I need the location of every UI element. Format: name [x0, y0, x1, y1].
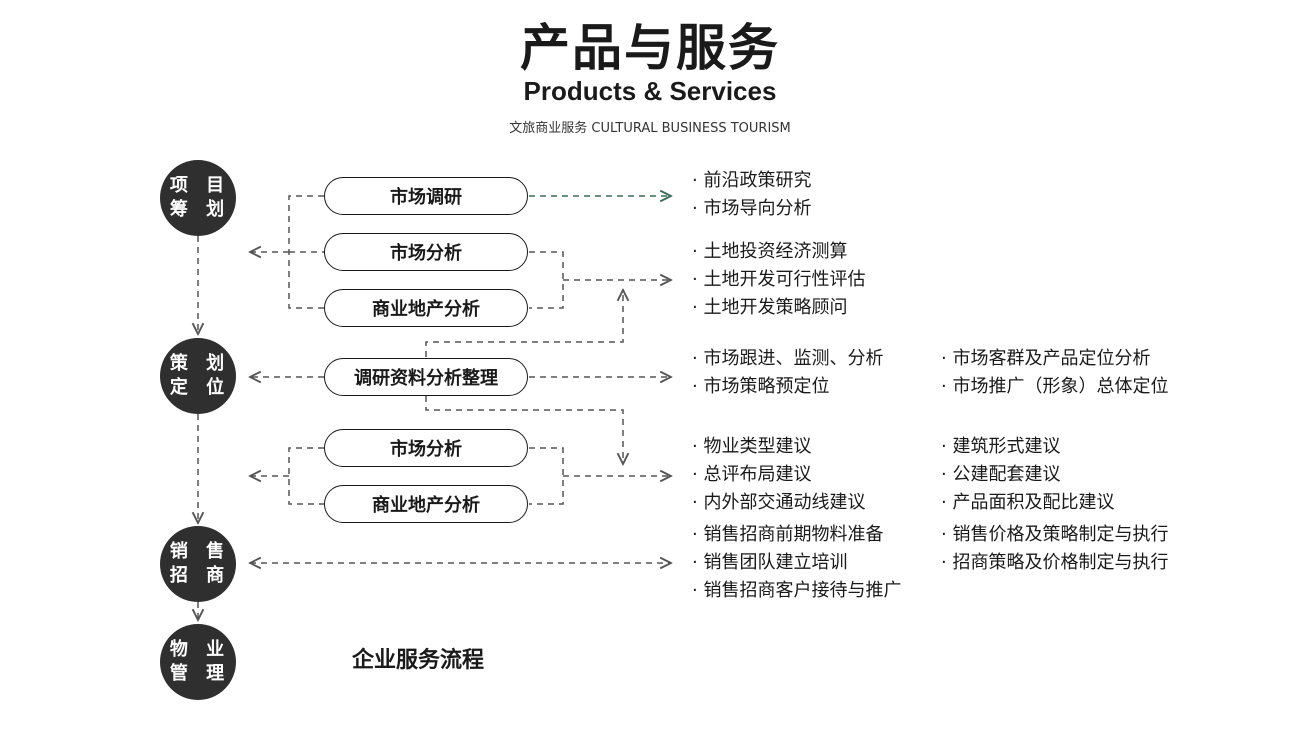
stage-project-planning: 项 目 筹 划: [160, 160, 236, 236]
list-item: 土地投资经济测算: [692, 238, 847, 266]
list-item: 市场策略预定位: [692, 373, 829, 401]
box-market-research: 市场调研: [324, 177, 528, 215]
list-item: 销售招商客户接待与推广: [692, 577, 901, 605]
list-item: 前沿政策研究: [692, 167, 811, 195]
stage-positioning: 策 划 定 位: [160, 338, 236, 414]
list-item: 市场推广（形象）总体定位: [941, 373, 1168, 401]
page-subtitle: 文旅商业服务 CULTURAL BUSINESS TOURISM: [509, 121, 791, 136]
list-item: 土地开发可行性评估: [692, 266, 865, 294]
list-item: 销售价格及策略制定与执行: [941, 521, 1168, 549]
list-item: 内外部交通动线建议: [692, 489, 865, 517]
list-item: 物业类型建议: [692, 433, 811, 461]
stage-sales-leasing: 销 售 招 商: [160, 526, 236, 602]
list-item: 市场客群及产品定位分析: [941, 345, 1150, 373]
page-title-english: Products & Services: [523, 76, 777, 106]
list-item: 销售团队建立培训: [692, 549, 847, 577]
list-item: 建筑形式建议: [941, 433, 1060, 461]
box-commercial-analysis: 商业地产分析: [324, 289, 528, 327]
list-item: 总评布局建议: [692, 461, 811, 489]
box-market-analysis-2: 市场分析: [324, 429, 528, 467]
stage-property-management: 物 业 管 理: [160, 624, 236, 700]
list-item: 市场导向分析: [692, 195, 811, 223]
box-market-analysis: 市场分析: [324, 233, 528, 271]
process-caption: 企业服务流程: [352, 648, 485, 673]
page-title: 产品与服务: [520, 19, 780, 77]
box-commercial-analysis-2: 商业地产分析: [324, 485, 528, 523]
list-item: 招商策略及价格制定与执行: [941, 549, 1168, 577]
list-item: 公建配套建议: [941, 461, 1060, 489]
list-item: 土地开发策略顾问: [692, 294, 847, 322]
list-item: 产品面积及配比建议: [941, 489, 1114, 517]
list-item: 市场跟进、监测、分析: [692, 345, 883, 373]
list-item: 销售招商前期物料准备: [692, 521, 883, 549]
box-research-summary: 调研资料分析整理: [324, 358, 528, 396]
